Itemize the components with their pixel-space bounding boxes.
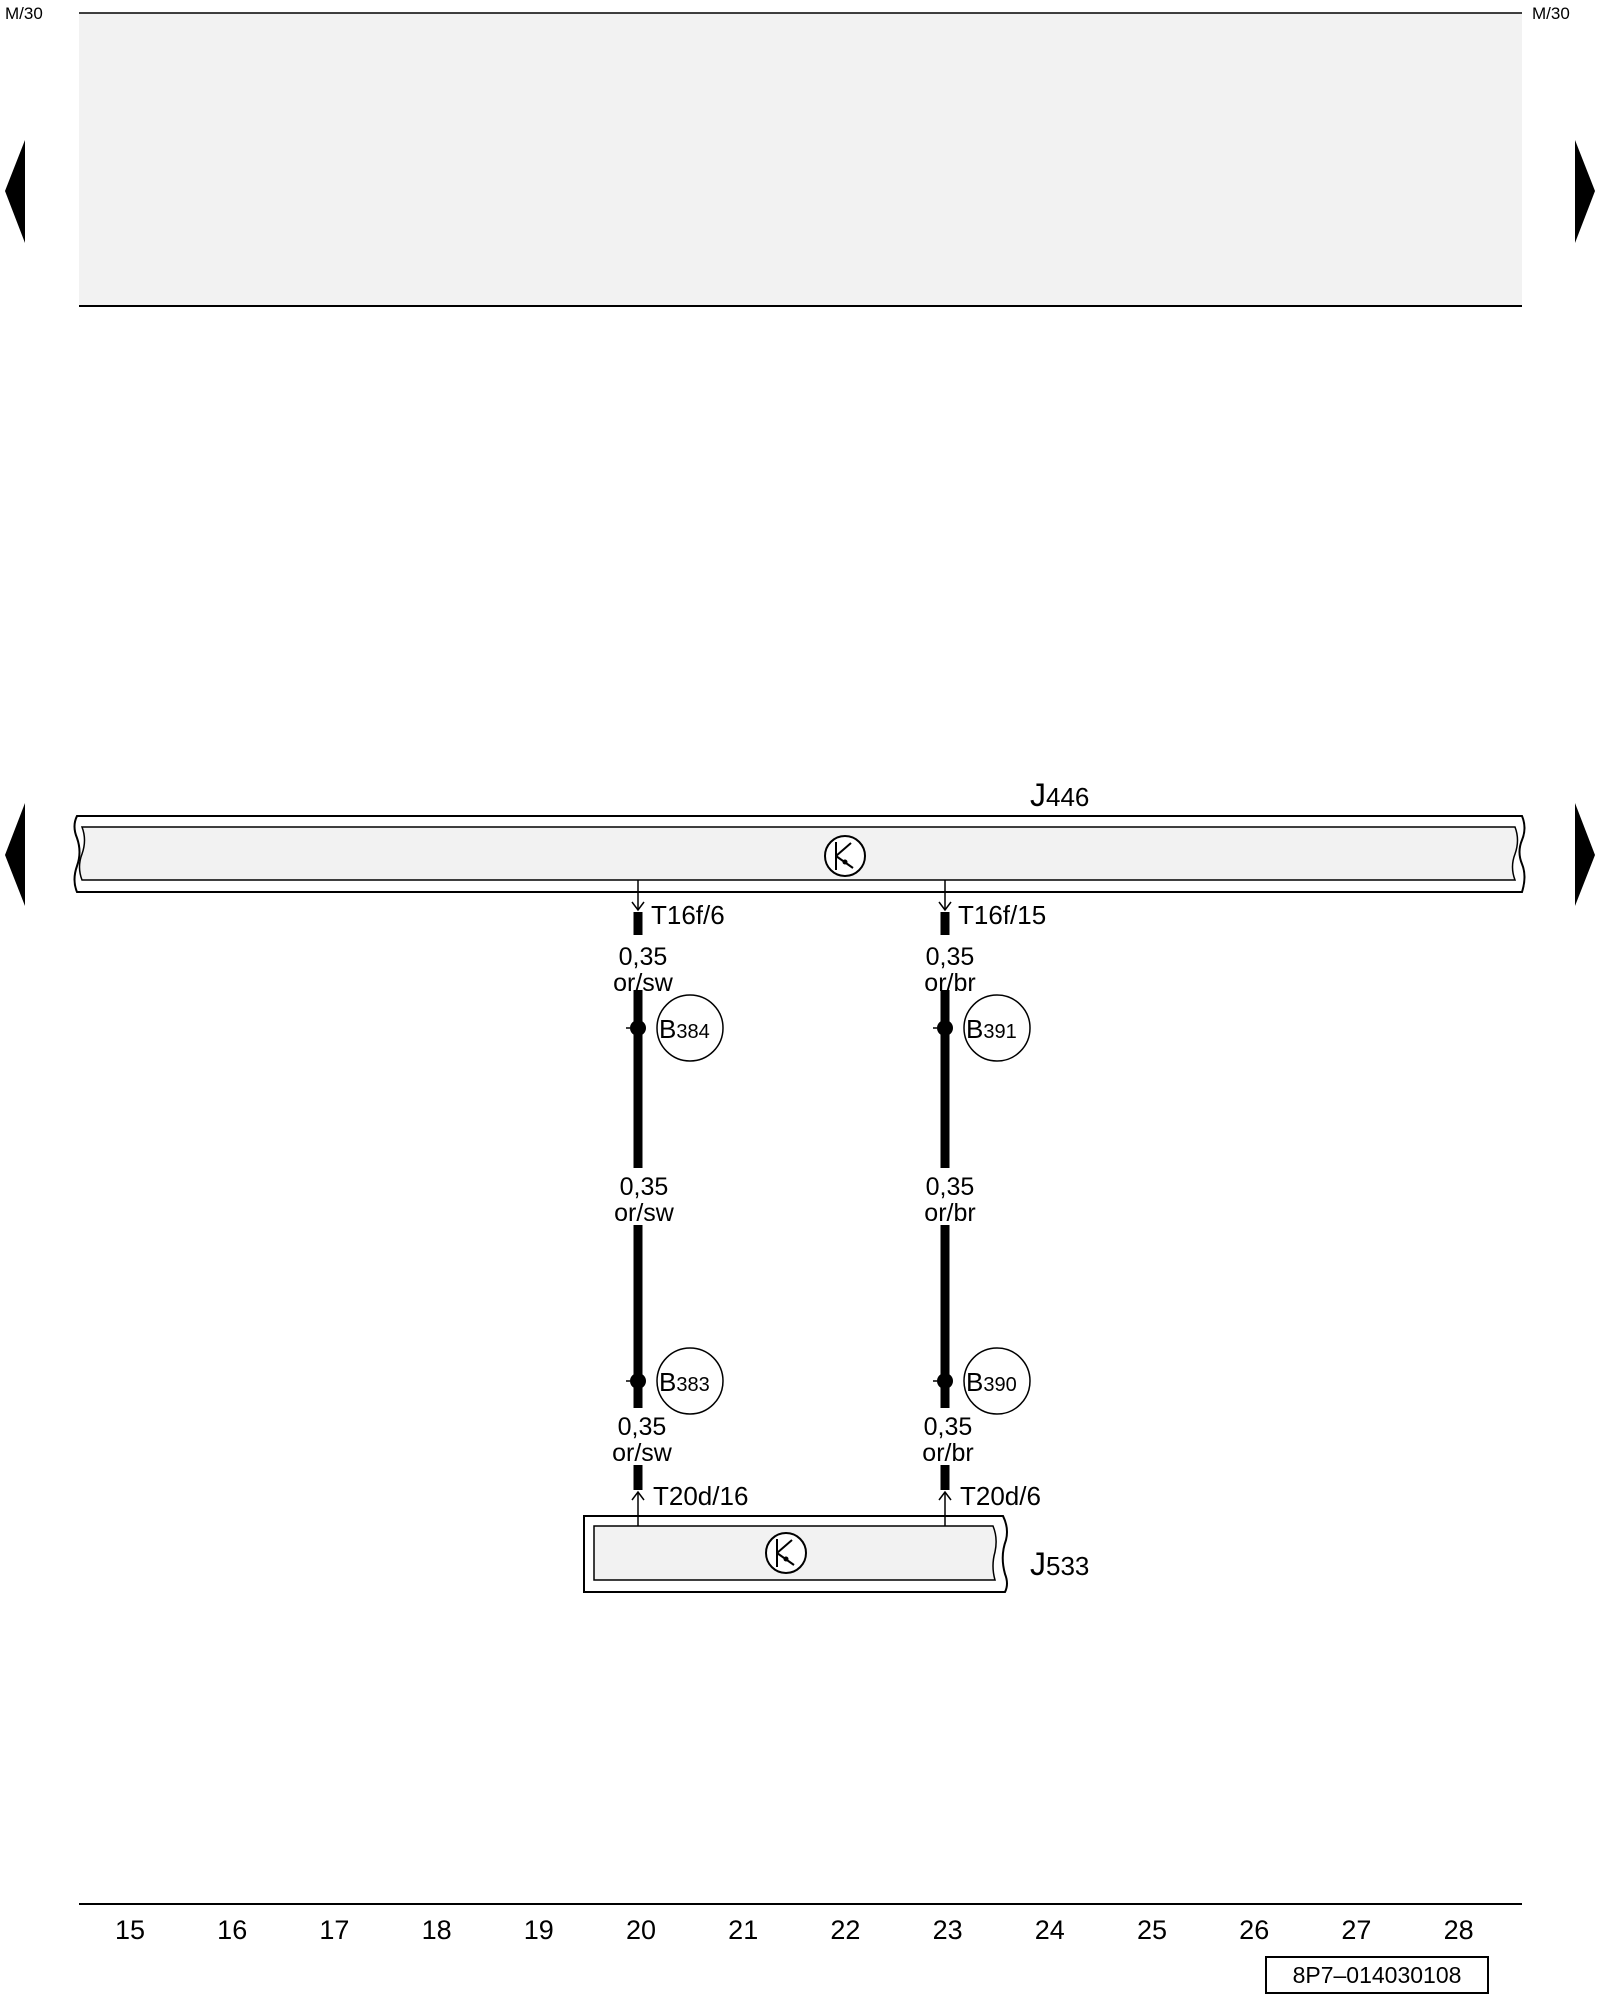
splice-b390-label: B390 [966, 1367, 1017, 1397]
module-j446 [73, 815, 1526, 893]
splice-node [630, 1020, 646, 1036]
column-numbers: 15 16 17 18 19 20 21 22 23 24 25 26 27 28 [115, 1915, 1474, 1945]
module-j446-label: J446 [1030, 777, 1089, 813]
terminal-t16f-15: T16f/15 [958, 900, 1046, 930]
terminal-t16f-6: T16f/6 [651, 900, 725, 930]
wire-2-color-1: or/br [924, 969, 975, 997]
wire-2-color-3: or/br [922, 1439, 973, 1467]
next-page-arrow-icon[interactable] [1575, 140, 1595, 243]
wire-1-size-2: 0,35 [620, 1173, 669, 1201]
can-bus-icon [765, 1532, 807, 1574]
wire-2-size-2: 0,35 [926, 1173, 975, 1201]
splice-b390-circle [963, 1347, 1031, 1415]
prev-section-arrow-icon[interactable] [5, 803, 25, 906]
wire-2 [933, 880, 1031, 1526]
terminal-t20d-6: T20d/6 [960, 1481, 1041, 1511]
module-j533-label: J533 [1030, 1546, 1089, 1582]
column-number: 17 [319, 1915, 349, 1945]
column-number: 24 [1035, 1915, 1065, 1945]
splice-b383-label: B383 [659, 1367, 710, 1397]
column-number: 27 [1341, 1915, 1371, 1945]
column-number: 15 [115, 1915, 145, 1945]
prev-page-arrow-icon[interactable] [5, 140, 25, 243]
doc-code-box [1265, 1956, 1489, 1994]
splice-b391-circle [963, 994, 1031, 1062]
splice-b383-circle [656, 1347, 724, 1415]
wire-2-size-3: 0,35 [924, 1413, 973, 1441]
splice-b384-label: B384 [659, 1014, 710, 1044]
module-j533 [583, 1515, 1008, 1593]
column-number: 22 [830, 1915, 860, 1945]
wire-1-color-2: or/sw [614, 1199, 675, 1227]
splice-b384-circle [656, 994, 724, 1062]
splice-node [630, 1373, 646, 1389]
splice-node [937, 1373, 953, 1389]
wire-1-size-1: 0,35 [619, 943, 668, 971]
top-ref-left: M/30 [5, 4, 43, 23]
splice-node [937, 1020, 953, 1036]
wire-2-size-1: 0,35 [926, 943, 975, 971]
splice-b391-label: B391 [966, 1014, 1017, 1044]
wire-2-color-2: or/br [924, 1199, 975, 1227]
wire-1-color-3: or/sw [612, 1439, 673, 1467]
wire-1 [626, 880, 724, 1526]
can-bus-icon [824, 835, 866, 877]
column-number: 19 [524, 1915, 554, 1945]
column-number: 26 [1239, 1915, 1269, 1945]
next-section-arrow-icon[interactable] [1575, 803, 1595, 906]
column-number: 21 [728, 1915, 758, 1945]
column-number: 28 [1444, 1915, 1474, 1945]
wire-1-color-1: or/sw [613, 969, 674, 997]
top-ref-right: M/30 [1532, 4, 1570, 23]
top-panel [79, 13, 1522, 306]
column-number: 23 [933, 1915, 963, 1945]
doc-code: 8P7–014030108 [1293, 1962, 1462, 1988]
column-number: 18 [422, 1915, 452, 1945]
terminal-t20d-16: T20d/16 [653, 1481, 748, 1511]
column-number: 16 [217, 1915, 247, 1945]
column-number: 25 [1137, 1915, 1167, 1945]
wire-1-size-3: 0,35 [618, 1413, 667, 1441]
column-number: 20 [626, 1915, 656, 1945]
